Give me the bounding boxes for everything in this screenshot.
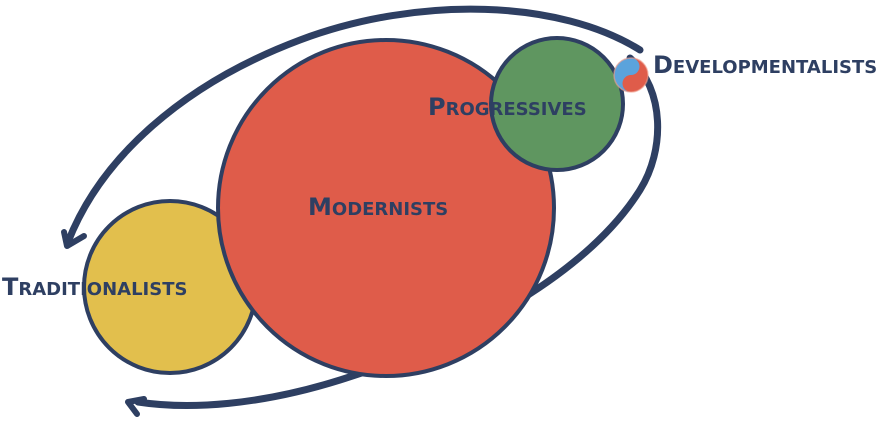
modernists-label: MODERNISTS	[308, 193, 448, 221]
yin-yang-icon	[613, 57, 649, 93]
modernists-circle	[216, 38, 556, 378]
developmentalists-label: DEVELOPMENTALISTS	[653, 51, 877, 79]
progressives-circle	[489, 36, 625, 172]
progressives-label: PROGRESSIVES	[428, 93, 587, 121]
upper-cycle-arrow	[64, 5, 644, 246]
upper-arrowhead	[61, 229, 87, 249]
traditionalists-label: TRADITIONALISTS	[2, 273, 187, 301]
lower-arrowhead	[125, 396, 147, 417]
